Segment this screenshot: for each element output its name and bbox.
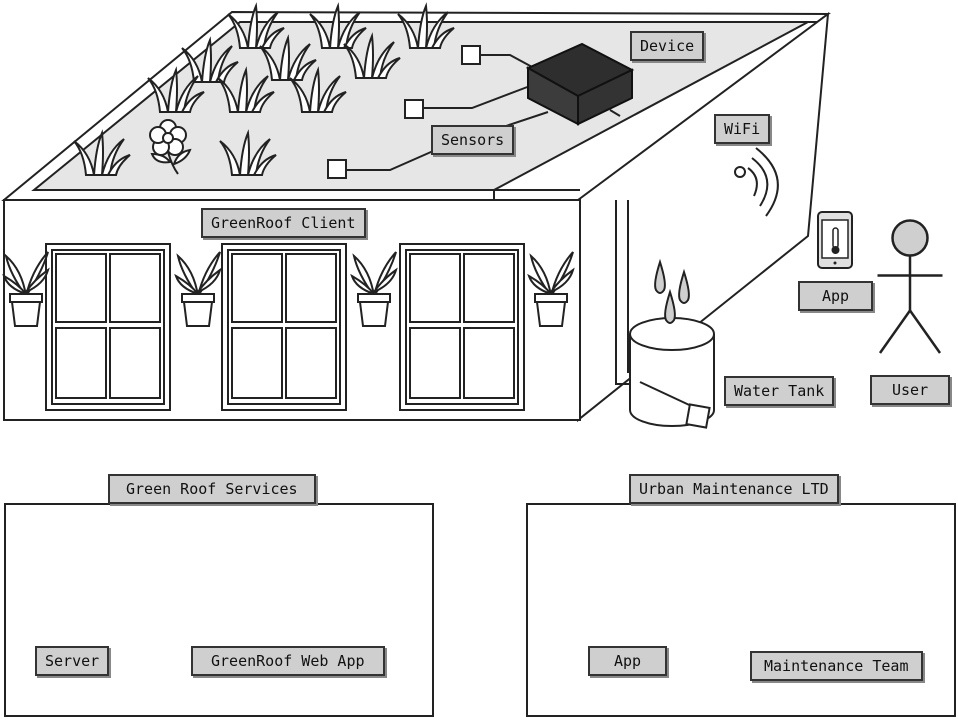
web-app-label: GreenRoof Web App (191, 646, 385, 676)
green-roof-services-panel (4, 503, 434, 717)
app-label-top: App (798, 281, 874, 311)
water-drops-icon (654, 258, 690, 324)
sensor-box-3 (327, 159, 347, 179)
phone-thermometer-icon (817, 211, 853, 269)
water-tank (629, 258, 715, 429)
sensors-label: Sensors (431, 125, 515, 155)
wifi-icon (734, 147, 779, 217)
sensor-network (327, 42, 635, 179)
user-figure-icon (876, 219, 944, 355)
device-box-icon (525, 42, 635, 126)
sensor-box-2 (404, 99, 424, 119)
flower-icon (149, 119, 192, 175)
wifi-label: WiFi (714, 114, 771, 144)
urban-maintenance-panel (526, 503, 956, 717)
roof-plants (73, 5, 455, 176)
device-label: Device (630, 31, 705, 61)
sensor-box-1 (461, 45, 481, 65)
water-tank-label: Water Tank (724, 376, 835, 406)
maintenance-app-label: App (588, 646, 668, 676)
urban-maintenance-title: Urban Maintenance LTD (629, 474, 839, 504)
user-label: User (870, 375, 951, 405)
client-label: GreenRoof Client (201, 208, 366, 238)
maintenance-team-label: Maintenance Team (750, 651, 923, 681)
server-label: Server (35, 646, 110, 676)
building-windows (45, 243, 525, 411)
green-roof-services-title: Green Roof Services (108, 474, 316, 504)
